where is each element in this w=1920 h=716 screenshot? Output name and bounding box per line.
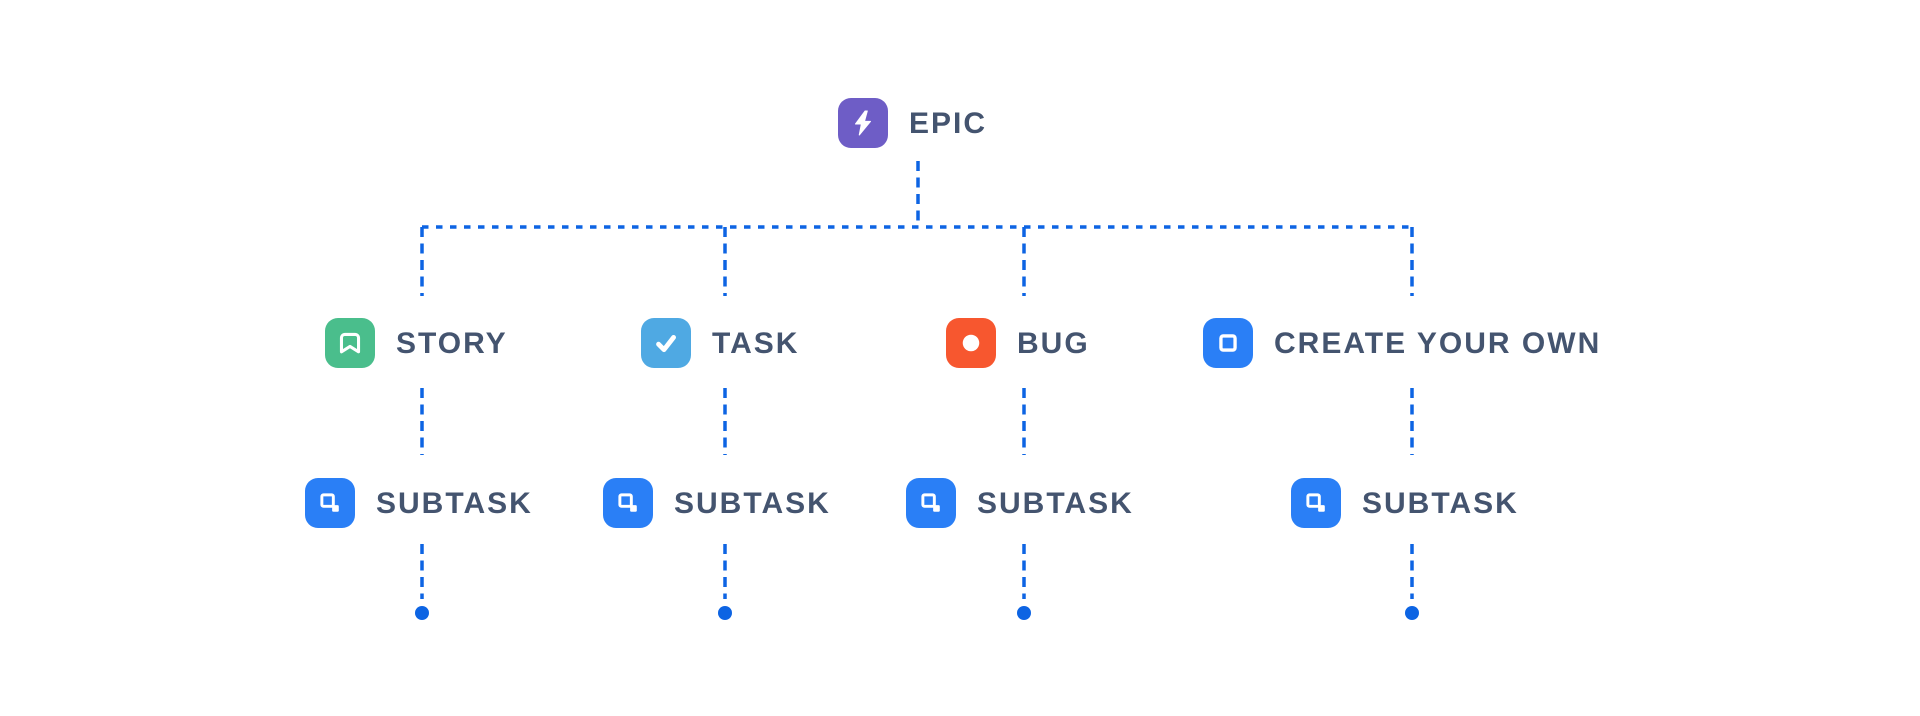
node-label-epic: EPIC [909,107,988,140]
node-subtask-1: SUBTASK [305,478,533,528]
subtask-icon [1291,478,1341,528]
node-label-subtask-2: SUBTASK [674,487,831,520]
node-label-subtask-3: SUBTASK [977,487,1134,520]
checkmark-icon [641,318,691,368]
node-subtask-3: SUBTASK [906,478,1134,528]
node-subtask-4: SUBTASK [1291,478,1519,528]
node-bug: BUG [946,318,1090,368]
terminal-dot-4 [1405,606,1419,620]
square-outline-icon [1203,318,1253,368]
filled-circle-icon [946,318,996,368]
bookmark-icon [325,318,375,368]
node-epic: EPIC [838,98,987,148]
terminal-dot-3 [1017,606,1031,620]
node-story: STORY [325,318,508,368]
subtask-icon [603,478,653,528]
terminal-dot-2 [718,606,732,620]
node-subtask-2: SUBTASK [603,478,831,528]
node-create-your-own: CREATE YOUR OWN [1203,318,1601,368]
terminal-dot-1 [415,606,429,620]
subtask-icon [305,478,355,528]
node-label-bug: BUG [1017,327,1090,360]
node-label-story: STORY [396,327,508,360]
node-label-task: TASK [712,327,800,360]
node-task: TASK [641,318,799,368]
subtask-icon [906,478,956,528]
node-label-subtask-1: SUBTASK [376,487,533,520]
lightning-bolt-icon [838,98,888,148]
node-label-subtask-4: SUBTASK [1362,487,1519,520]
node-label-create-your-own: CREATE YOUR OWN [1274,327,1602,360]
